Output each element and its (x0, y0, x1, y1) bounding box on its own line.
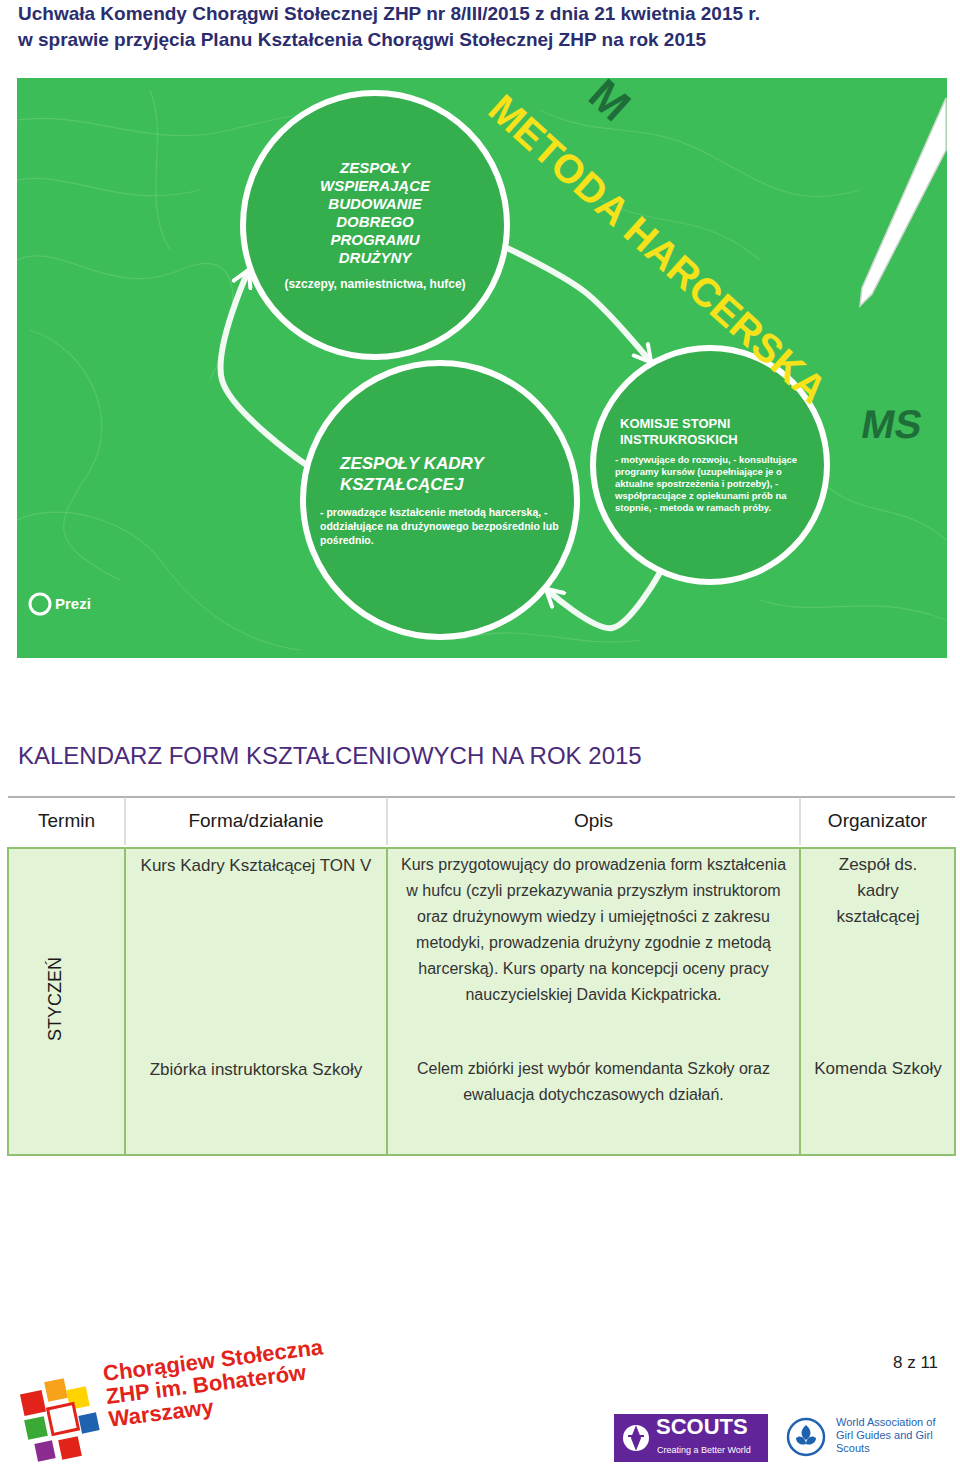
organization-logo: Chorągiew Stołeczna ZHP im. Bohaterów Wa… (102, 1329, 378, 1430)
circle-content: ZESPOŁY KADRY KSZTAŁCĄCEJ - prowadzące ks… (320, 453, 560, 547)
circle-content: ZESPOŁY WSPIERAJĄCE BUDOWANIE DOBREGO PR… (270, 159, 480, 292)
circle-body: - motywujące do rozwoju, - konsultujące … (615, 454, 805, 514)
circle-body: (szczepy, namiestnictwa, hufce) (270, 277, 480, 292)
table-cell: Kurs Kadry Kształcącej TON V (137, 852, 375, 879)
table-rule (8, 796, 955, 798)
decor-letter: MS (858, 402, 926, 446)
wagggs-logo: World Association of Girl Guides and Gir… (836, 1416, 951, 1455)
circle-heading: KOMISJE STOPNI INSTRUKROSKICH (620, 416, 800, 448)
scouts-emblem (623, 1425, 649, 1451)
prezi-icon (30, 594, 50, 614)
choragiew-logo-icon (20, 1378, 100, 1462)
trefoil (796, 1425, 816, 1445)
cycle-arrow (547, 574, 659, 628)
circle-shape (303, 363, 577, 637)
scouts-tagline: Creating a Better World (657, 1444, 751, 1456)
circle-node: ZESPOŁY WSPIERAJĄCE BUDOWANIE DOBREGO PR… (240, 90, 510, 360)
table-header: Forma/działanie (125, 797, 387, 845)
table-header: Termin (8, 797, 125, 845)
cycle-arrow (508, 248, 650, 361)
table-cell: Zespół ds. kadry kształcącej (822, 852, 934, 930)
table-cell: Komenda Szkoły (812, 1056, 944, 1082)
pencil-drawing (860, 98, 946, 306)
table-column-dividers (125, 848, 800, 1155)
document-header: Uchwała Komendy Chorągwi Stołecznej ZHP … (18, 2, 760, 26)
prezi-logo: Prezi (55, 594, 91, 614)
table-header: Opis (387, 797, 800, 845)
fleur-de-lis (628, 1428, 644, 1448)
circle-heading: ZESPOŁY KADRY KSZTAŁCĄCEJ (340, 453, 540, 495)
circle-shape (243, 93, 507, 357)
green-panel (17, 78, 947, 658)
page-number: 8 z 11 (893, 1352, 938, 1374)
circle-body: - prowadzące kształcenie metodą harcersk… (320, 505, 560, 547)
table-header-dividers (125, 797, 800, 845)
table-header: Organizator (800, 797, 955, 845)
circle-outline (300, 360, 580, 640)
table-cell: Celem zbiórki jest wybór komendanta Szko… (395, 1056, 792, 1108)
section-heading: KALENDARZ FORM KSZTAŁCENIOWYCH NA ROK 20… (18, 741, 642, 771)
circle-node: ZESPOŁY KADRY KSZTAŁCĄCEJ - prowadzące ks… (300, 360, 580, 640)
scouts-badge (614, 1414, 768, 1462)
document-header: w sprawie przyjęcia Planu Kształcenia Ch… (18, 28, 706, 52)
wagggs-emblem (788, 1419, 824, 1455)
circle-heading: ZESPOŁY WSPIERAJĄCE BUDOWANIE DOBREGO PR… (310, 159, 440, 267)
circle-content: KOMISJE STOPNI INSTRUKROSKICH - motywując… (615, 416, 805, 514)
table-cell: Zbiórka instruktorska Szkoły (137, 1056, 375, 1083)
month-cell: STYCZEŃ (43, 949, 67, 1049)
table-cell: Kurs przygotowujący do prowadzenia form … (395, 852, 792, 1008)
table-body (8, 848, 955, 1155)
scouts-logo: SCOUTS (656, 1414, 748, 1440)
